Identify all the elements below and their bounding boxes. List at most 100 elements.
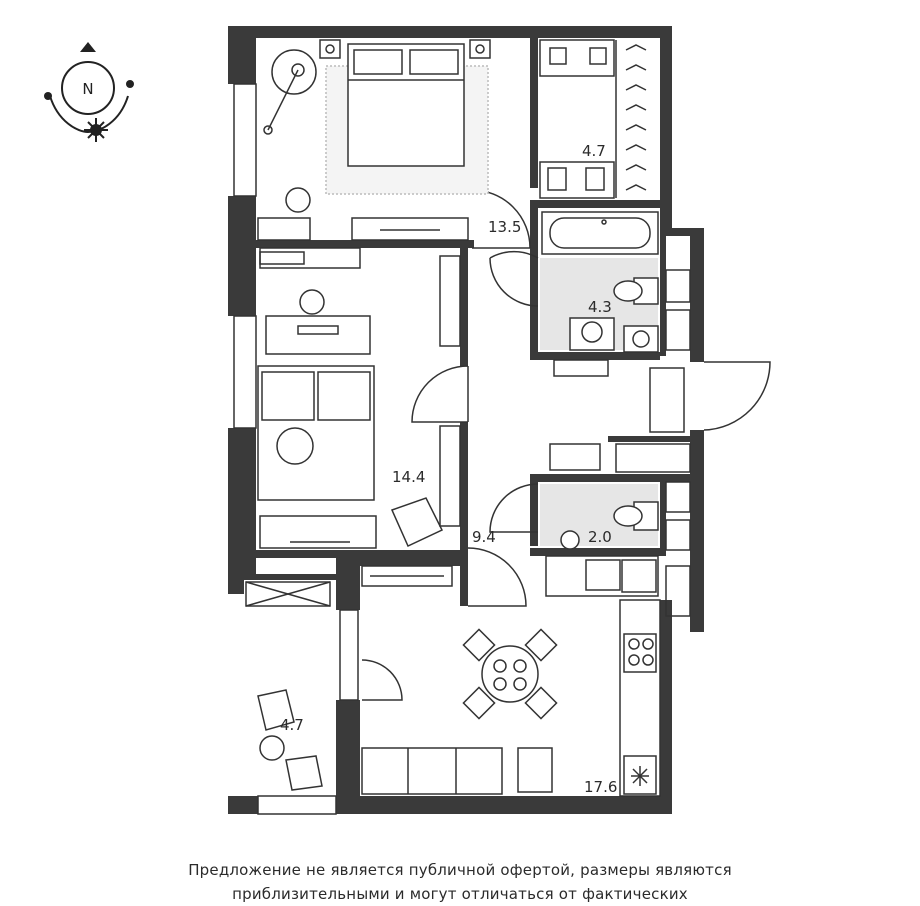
window-balcony: [257, 795, 337, 815]
hanger-icons: [625, 44, 647, 191]
bed-cushion: [276, 427, 314, 465]
sun-icon: [84, 118, 108, 142]
door-balcony: [361, 659, 403, 701]
coffee-table: [517, 747, 553, 793]
wall-kitchen-left-2: [336, 700, 360, 814]
wall-bottom-left: [228, 796, 258, 814]
door-bedroom2: [411, 365, 469, 423]
shafts: [665, 269, 691, 617]
dining-chair-2: [524, 628, 558, 662]
burner-1: [628, 638, 640, 650]
wall-right-4: [660, 600, 672, 814]
bedroom2-wardrobe: [439, 255, 461, 347]
lamp-right-icon: [475, 44, 485, 54]
sink-cabinet: [569, 317, 615, 351]
washing-machine-drum: [632, 330, 650, 348]
bathroom-furniture: [540, 211, 659, 353]
refrigerator: [623, 755, 657, 795]
wall-balcony-top-line: [228, 574, 336, 580]
dining-chair-1: [462, 628, 496, 662]
shaft-lower-1: [665, 481, 691, 513]
washing-machine: [623, 325, 659, 353]
balcony-area-label: 4.7: [280, 716, 304, 734]
wall-wardrobe-left: [530, 38, 538, 188]
sunset-dot: [126, 80, 134, 88]
wall-bath-left: [530, 208, 538, 358]
hall-wardrobe: [615, 443, 691, 473]
wardrobe-area-label: 4.7: [582, 142, 606, 160]
floor-lamp-base: [263, 125, 273, 135]
study-desk: [265, 315, 371, 355]
wall-left-3: [228, 428, 256, 574]
window-bedroom: [233, 83, 257, 197]
lamp-left-icon: [325, 44, 335, 54]
compass-ring: [61, 61, 115, 115]
wall-kitchen-top: [336, 558, 464, 566]
wall-right-2: [690, 228, 704, 362]
bedroom-chair: [285, 187, 311, 213]
desk-chair: [299, 289, 325, 315]
wall-bedroom-bottom: [256, 240, 474, 248]
dining-chair-4: [524, 686, 558, 720]
burner-3: [628, 654, 640, 666]
bedroom2-cabinet: [439, 425, 461, 527]
bedroom2-shelf: [259, 247, 361, 269]
wc-toilet-bowl: [613, 505, 643, 527]
bathtub: [541, 211, 659, 255]
sink-basin: [581, 321, 603, 343]
shaft-upper-2: [665, 309, 691, 351]
wall-hall-left: [460, 550, 468, 606]
pillow-left: [353, 49, 403, 75]
bedroom-furniture: [257, 39, 491, 241]
wardrobe-furniture: [539, 39, 647, 199]
wall-wc-bottom: [530, 548, 666, 556]
wall-wardrobe-bottom: [530, 200, 660, 208]
hallway-area-label: 9.4: [472, 528, 496, 546]
shoe-box-right: [589, 47, 607, 65]
wall-right-1: [660, 26, 672, 230]
shaft-lower-2: [665, 519, 691, 551]
pillow-right: [409, 49, 459, 75]
sofa: [361, 747, 503, 795]
wall-bath-bottom: [530, 352, 660, 360]
shirt-icon: [547, 167, 567, 191]
armchair: [271, 49, 317, 95]
snowflake-icon: [631, 766, 649, 786]
balcony-table: [259, 735, 285, 761]
bedroom-desk: [257, 217, 311, 241]
window-kitchen: [339, 609, 359, 701]
sunrise-dot: [44, 92, 52, 100]
folded-clothes: [539, 161, 615, 199]
door-bathroom: [489, 250, 539, 307]
toilet-tank: [633, 277, 659, 305]
entrance-rug: [649, 367, 685, 433]
balcony-furniture: [245, 581, 331, 791]
wall-bedroom2-bottom: [256, 550, 468, 558]
nightstand-left: [319, 39, 341, 59]
nightstand-right: [469, 39, 491, 59]
wc-furniture: [540, 484, 659, 550]
wc-area-label: 2.0: [588, 528, 612, 546]
wc-toilet-tank: [633, 501, 659, 531]
dining-chair-3: [462, 686, 496, 720]
wall-shaft-top: [660, 228, 690, 236]
bathroom-area-label: 4.3: [588, 298, 612, 316]
floor-lamp-arm: [267, 69, 299, 131]
wall-left-2: [228, 196, 256, 316]
monitor-icon: [297, 325, 339, 335]
book-row: [259, 251, 305, 265]
kitchen-stove: [623, 633, 657, 673]
door-wc: [489, 483, 539, 533]
wall-wc-left: [530, 482, 538, 546]
kitchen-living-furniture: [361, 555, 661, 797]
door-kitchen: [467, 547, 527, 607]
bedroom2-furniture: [257, 247, 461, 549]
burner-2: [642, 638, 654, 650]
hall-shoe-cabinet: [549, 443, 601, 471]
single-bed: [257, 365, 375, 501]
balcony-storage: [245, 581, 331, 607]
bedroom-area-label: 13.5: [488, 218, 521, 236]
plate-4: [513, 677, 527, 691]
wall-right-3: [690, 430, 704, 632]
